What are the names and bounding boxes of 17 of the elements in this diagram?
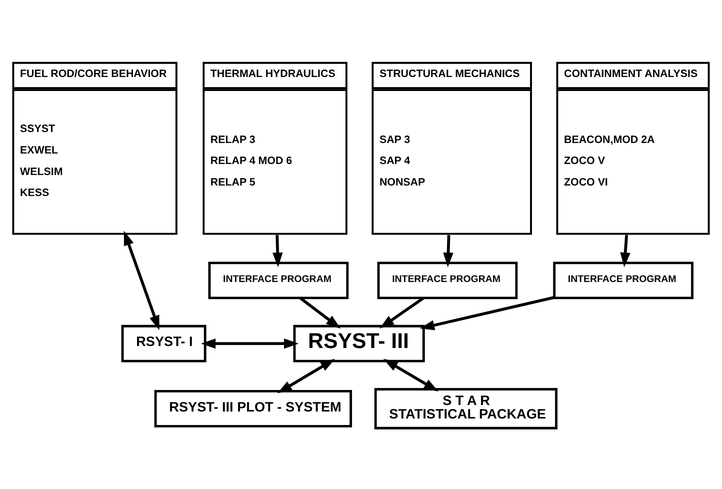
node-box: INTERFACE PROGRAM [208, 261, 349, 299]
arrow [300, 296, 341, 328]
node-box: RSYST- III PLOT - SYSTEM [154, 389, 352, 427]
node-box: INTERFACE PROGRAM [377, 261, 518, 299]
node-box: S T A R STATISTICAL PACKAGE [374, 388, 558, 429]
arrow [200, 338, 299, 348]
node-box: INTERFACE PROGRAM [553, 261, 694, 299]
arrow [272, 234, 283, 267]
arrow [277, 358, 336, 393]
arrow [380, 296, 424, 328]
node-box: RSYST- I [121, 324, 206, 362]
arrow [420, 296, 555, 330]
arrow [443, 234, 454, 267]
arrow [124, 230, 160, 330]
node-box: RSYST- III [293, 324, 425, 362]
arrow [383, 358, 438, 391]
arrow [620, 234, 630, 267]
